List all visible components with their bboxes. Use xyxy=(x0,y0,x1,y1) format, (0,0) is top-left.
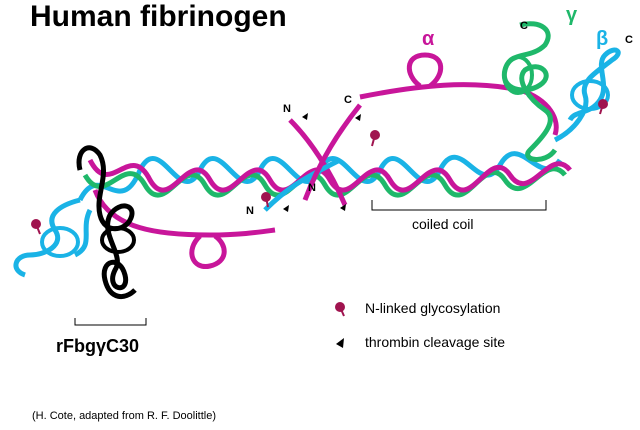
diagram-title: Human fibrinogen xyxy=(30,0,287,33)
n-terminal-top: N xyxy=(283,103,291,115)
c-terminal-alpha: C xyxy=(344,94,352,106)
glycosylation-markers xyxy=(31,99,608,235)
coiled-coil-bracket xyxy=(371,200,547,211)
beta-domain-loop xyxy=(570,79,610,111)
beta-label: β xyxy=(596,28,609,50)
gamma-domain-loop xyxy=(502,55,534,95)
alpha-chain-backbone xyxy=(87,158,572,193)
legend-thrombin-text: thrombin cleavage site xyxy=(365,334,506,350)
gamma-globular-domain xyxy=(501,21,558,162)
beta-left-loop xyxy=(40,226,80,258)
c-terminal-gamma: C xyxy=(520,20,528,32)
alpha-top-loop xyxy=(406,52,444,89)
central-n-strand-2 xyxy=(263,157,342,212)
beta-left-domain xyxy=(13,197,93,278)
thrombin-markers xyxy=(283,113,361,212)
alpha-label: α xyxy=(422,28,435,50)
legend-glyco-stem xyxy=(339,306,345,317)
legend-glyco-text: N-linked glycosylation xyxy=(365,300,501,316)
gamma-label: γ xyxy=(566,4,578,26)
alpha-lower-arc xyxy=(92,189,276,238)
central-n-strand-3 xyxy=(302,103,362,201)
beta-globular-domain xyxy=(553,47,621,143)
fragment-loop xyxy=(100,226,136,254)
n-terminal-mid: N xyxy=(308,182,316,194)
fragment-bracket xyxy=(74,318,147,326)
c-terminal-beta: C xyxy=(625,34,633,46)
credit-line: (H. Cote, adapted from R. F. Doolittle) xyxy=(32,410,217,422)
fragment-chain xyxy=(76,145,137,299)
coiled-coil-label: coiled coil xyxy=(412,216,474,232)
alpha-lower-loop xyxy=(189,233,227,269)
fragment-label: rFbgγC30 xyxy=(56,336,140,356)
n-terminal-low: N xyxy=(246,205,254,217)
legend-thrombin-icon xyxy=(336,338,344,348)
central-n-strand-1 xyxy=(288,118,348,206)
